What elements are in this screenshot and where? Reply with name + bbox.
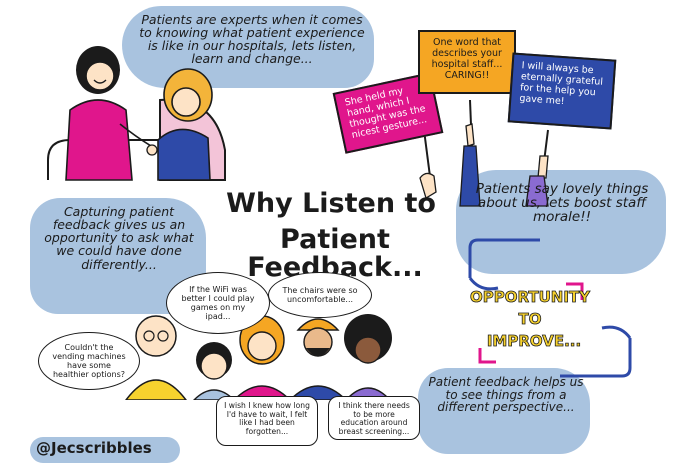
bubble-education-text: I think there needs to be more education… xyxy=(338,401,410,437)
quote-bottom-right: Patient feedback helps us to see things … xyxy=(428,375,584,415)
quote-left: Capturing patient feedback gives us an o… xyxy=(44,204,194,272)
bubble-vending-text: Couldn't the vending machines have some … xyxy=(52,342,126,380)
bubble-wait-text: I wish I knew how long I'd have to wait,… xyxy=(224,401,310,437)
bubble-wait: I wish I knew how long I'd have to wait,… xyxy=(216,396,318,446)
sign-pink-text: She held my hand, which I thought was th… xyxy=(343,85,428,141)
sign-orange-text: One word that describes your hospital st… xyxy=(431,37,503,81)
signature: @Jecscribbles xyxy=(36,439,152,457)
quote-right-blob xyxy=(456,170,666,274)
nurse-patient-illustration xyxy=(47,46,226,181)
bubble-wifi: If the WiFi was better I could play game… xyxy=(166,272,270,334)
bubble-education: I think there needs to be more education… xyxy=(328,396,420,440)
bubble-wifi-text: If the WiFi was better I could play game… xyxy=(181,284,255,322)
bubble-chairs: The chairs were so uncomfortable... xyxy=(268,272,372,318)
signature-blob xyxy=(30,437,180,463)
quote-bottom-right-blob xyxy=(418,368,590,454)
quote-top-blob xyxy=(122,6,374,88)
opportunity-line-2: TO xyxy=(518,310,542,328)
hands-frame-illustration xyxy=(468,238,632,378)
bubble-chairs-text: The chairs were so uncomfortable... xyxy=(282,285,358,304)
sign-sticks xyxy=(419,99,549,207)
sign-blue: I will always be eternally grateful for … xyxy=(507,52,617,130)
bubble-vending: Couldn't the vending machines have some … xyxy=(38,332,140,390)
opportunity-line-3: IMPROVE... xyxy=(486,332,582,350)
opportunity-line-1: OPPORTUNITY xyxy=(470,288,591,306)
title-line-1: Why Listen to xyxy=(226,188,436,219)
quote-right: Patients say lovely things about us, let… xyxy=(475,181,649,226)
sign-orange: One word that describes your hospital st… xyxy=(418,30,516,94)
quote-top: Patients are experts when it comes to kn… xyxy=(139,12,365,67)
sign-blue-text: I will always be eternally grateful for … xyxy=(519,60,604,107)
